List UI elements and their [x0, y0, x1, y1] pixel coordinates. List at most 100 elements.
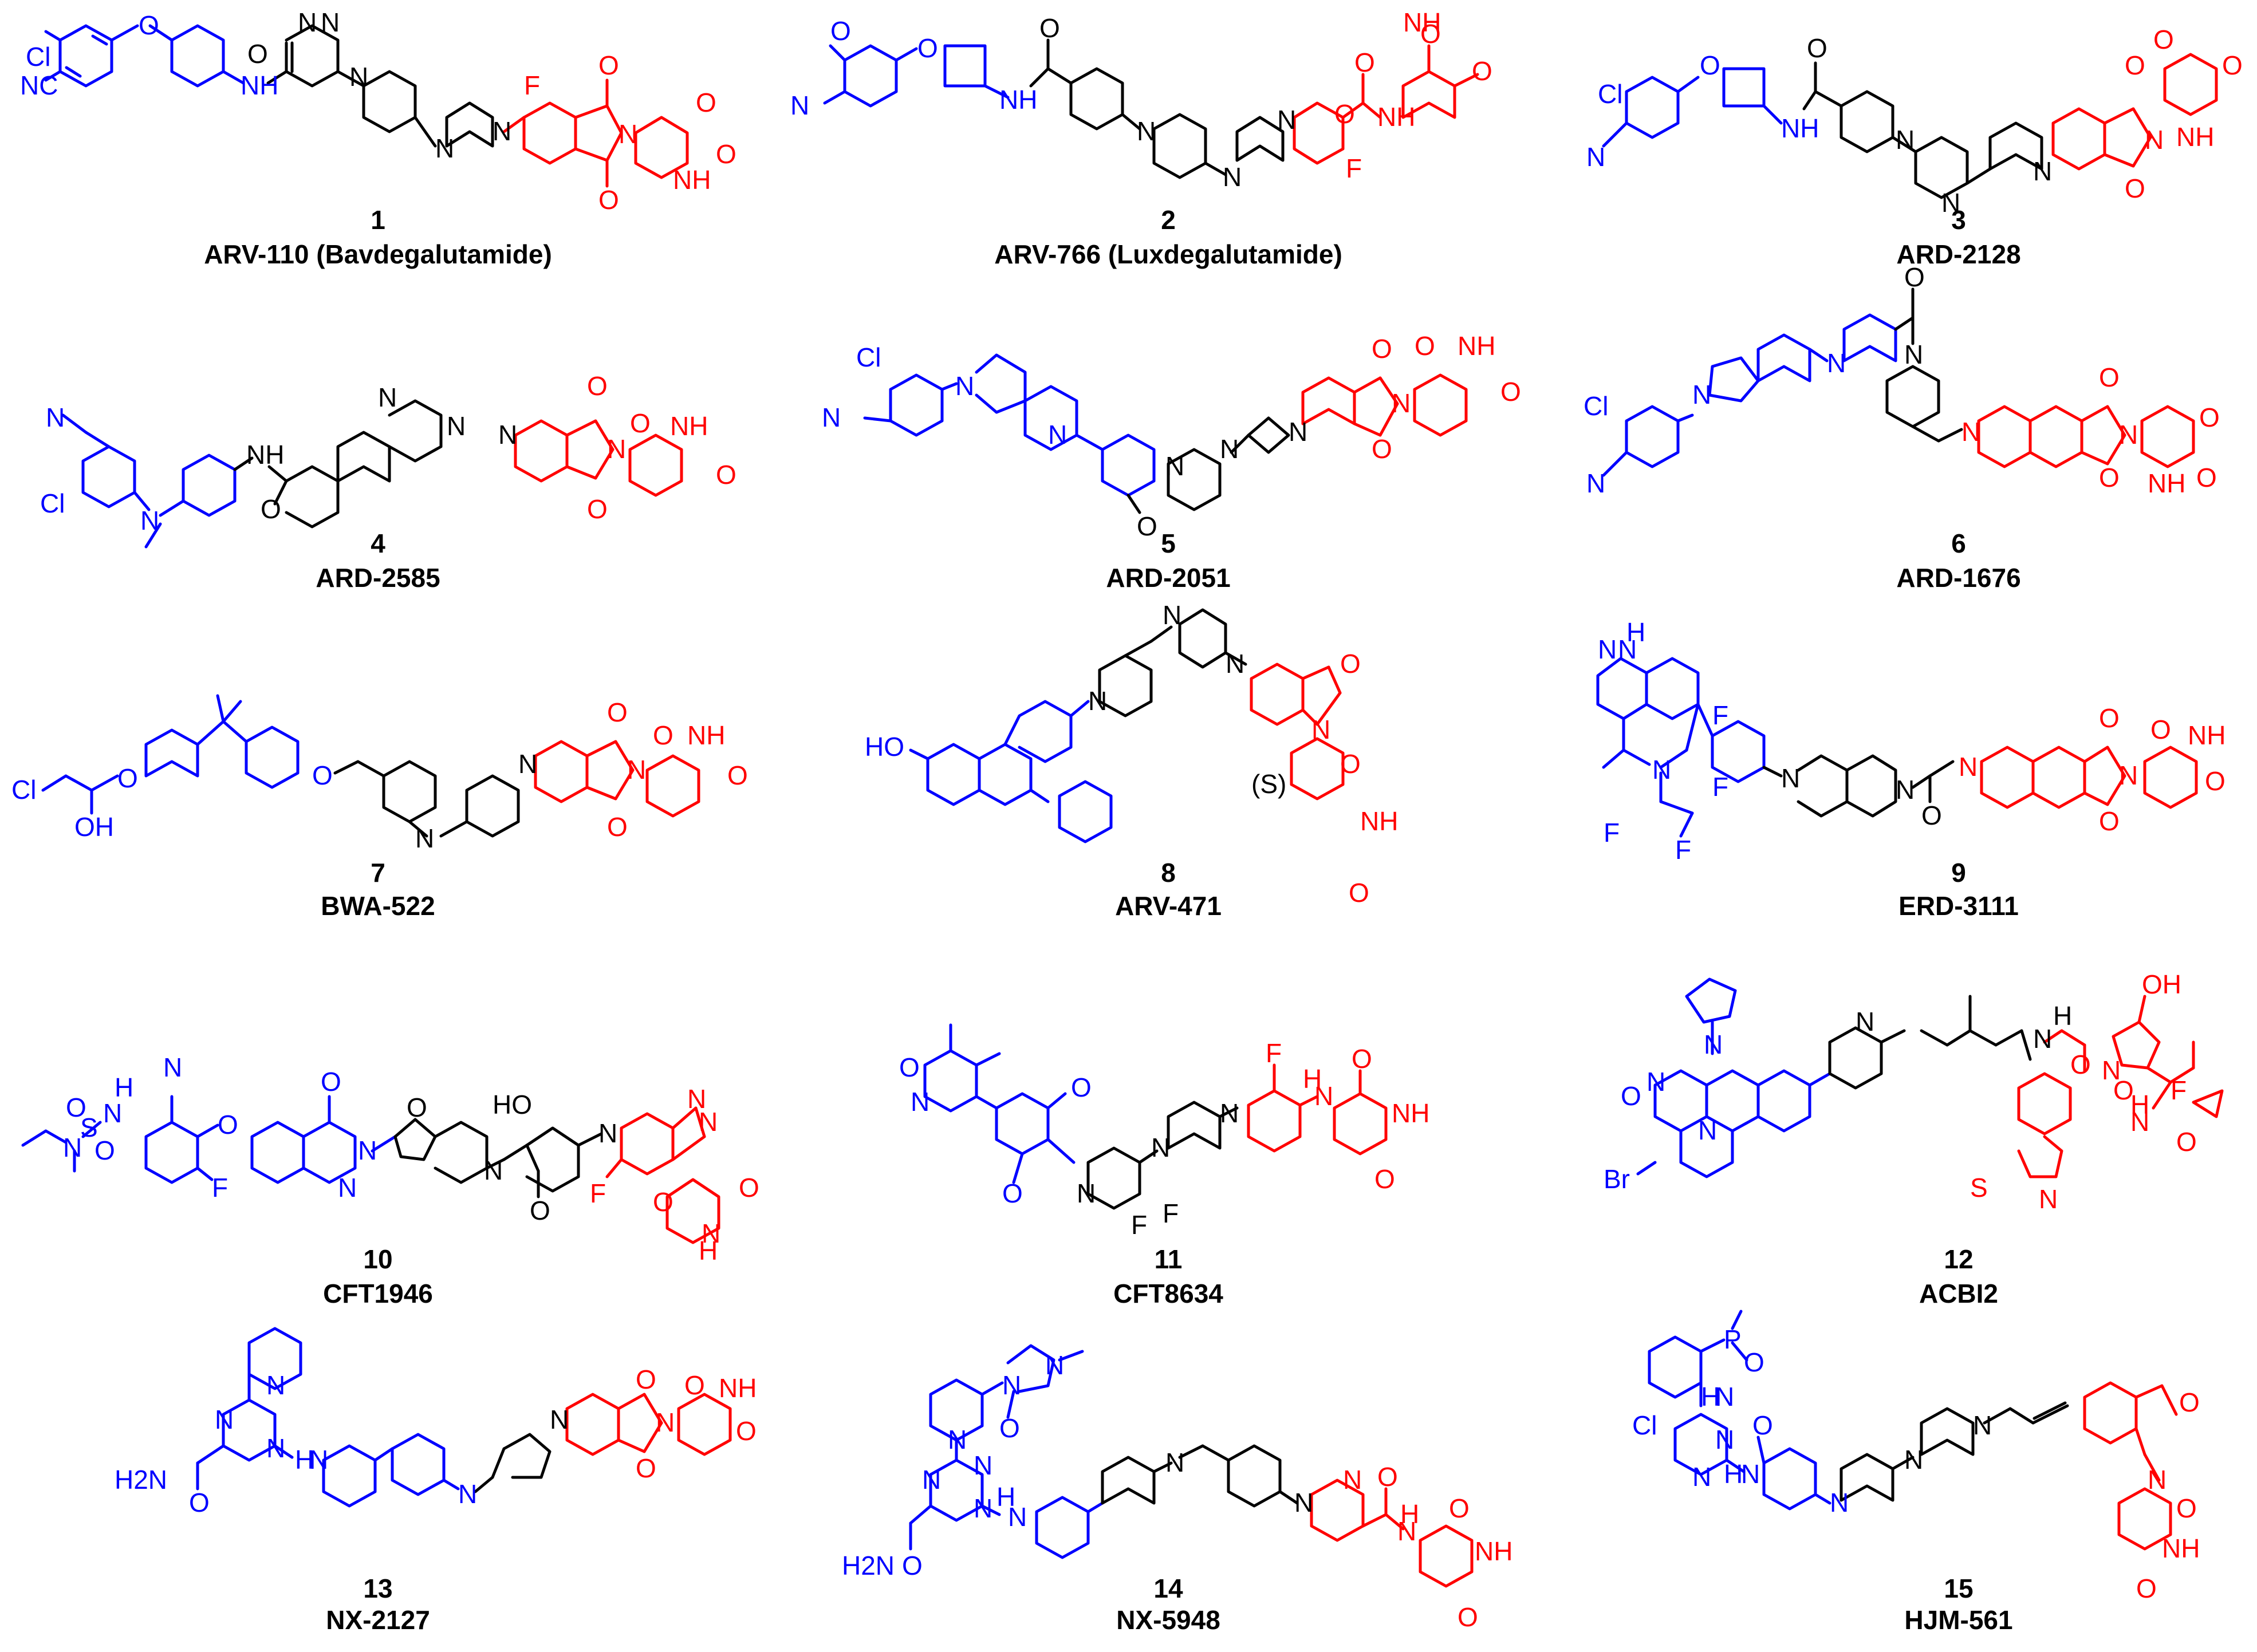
atom-label: OH — [2142, 969, 2181, 999]
atom-label: N — [1343, 1465, 1362, 1495]
atom-label: N — [1088, 686, 1107, 716]
compound-1-warhead — [44, 24, 245, 88]
atom-label: N — [2145, 125, 2164, 155]
atom-label: O — [1621, 1081, 1641, 1111]
atom-label: H — [699, 1236, 718, 1265]
compound-8-structure: HO N N N O N (S) O NH O — [865, 600, 1398, 908]
compound-2-structure: O O N O NH N N N O O NH NH O O F — [790, 7, 1492, 192]
compound-4-atom-labels: N Cl N NH O N N N O O N O NH O — [40, 371, 736, 535]
atom-label: N — [163, 1052, 182, 1082]
atom-label: NH — [241, 70, 278, 100]
atom-label: N — [1618, 634, 1637, 664]
compound-11-e3-ligand — [1247, 1063, 1388, 1156]
atom-label: H — [295, 1445, 314, 1474]
compound-5-warhead — [863, 353, 1156, 497]
compound-10-structure: N N S O O H N O F O N N O HO N O N N N F… — [21, 1052, 759, 1265]
atom-label: N — [1598, 634, 1617, 664]
compound-15-e3-ligand — [2083, 1381, 2178, 1551]
atom-label: O — [736, 1416, 757, 1446]
compound-2-linker — [1029, 38, 1285, 179]
atom-label: N — [358, 1135, 377, 1165]
compound-4-number: 4 — [371, 529, 385, 558]
compound-14-structure: N N O N N N N H2N O H N N N N O H N O NH… — [842, 1344, 1512, 1632]
atom-label: N — [2102, 1055, 2121, 1085]
atom-label: O — [830, 16, 851, 46]
atom-label: NC — [20, 70, 58, 100]
atom-label: N — [1137, 116, 1156, 146]
atom-label: O — [917, 33, 938, 63]
atom-label: O — [653, 1187, 673, 1217]
atom-label: O — [2125, 50, 2145, 80]
atom-label: N — [1856, 1007, 1874, 1036]
atom-label: O — [407, 1093, 427, 1122]
atom-label: N — [1002, 1370, 1021, 1400]
compound-8-e3-ligand — [1250, 663, 1345, 801]
atom-label: N — [447, 411, 466, 441]
compound-13-e3-ligand — [565, 1393, 732, 1456]
atom-label: N — [1397, 1516, 1416, 1546]
compound-5-linker — [1126, 416, 1290, 514]
atom-label: NH — [1360, 806, 1398, 836]
atom-label: O — [2099, 806, 2120, 836]
atom-label: N — [1904, 1445, 1923, 1474]
atom-label: N — [1827, 348, 1846, 378]
atom-label: N — [1586, 468, 1605, 498]
compound-15-structure: P O H N Cl N N O N H N N N O N O O NH — [1632, 1310, 2200, 1603]
compound-7-structure: Cl OH O O N N O O N O NH O — [11, 694, 748, 853]
compound-7-number: 7 — [371, 858, 385, 888]
atom-label: N — [1289, 417, 1307, 447]
compound-9-number: 9 — [1951, 858, 1966, 888]
atom-label: N — [1294, 1488, 1313, 1517]
compound-1-number: 1 — [371, 205, 385, 235]
compound-14-atom-labels: N N O N N N N H2N O H N N N N O H N O NH… — [842, 1350, 1512, 1632]
atom-label: O — [636, 1453, 656, 1483]
compound-5-e3-ligand — [1301, 373, 1468, 437]
atom-label: N — [2119, 420, 2138, 450]
compound-11-atom-labels: O N O O N F F N N F N H O NH O — [899, 1038, 1429, 1240]
compound-2-number: 2 — [1161, 205, 1176, 235]
atom-label: N — [1048, 420, 1067, 450]
atom-label: H — [1724, 1459, 1743, 1489]
compound-5-atom-labels: Cl N N N O N N N O O N O NH O — [822, 331, 1521, 541]
atom-label: N — [1904, 340, 1923, 369]
atom-label: N — [822, 403, 841, 432]
atom-label: N — [298, 7, 317, 37]
atom-label: F — [524, 70, 540, 100]
atom-label: N — [1151, 1133, 1170, 1162]
atom-label: O — [587, 371, 608, 401]
atom-label: N — [1311, 715, 1330, 744]
atom-label: N — [498, 420, 517, 450]
atom-label: NH — [2148, 468, 2185, 498]
atom-label: O — [321, 1067, 341, 1097]
atom-label: O — [727, 760, 748, 790]
atom-label: O — [899, 1052, 920, 1082]
compound-7-atom-labels: Cl OH O O N N O O N O NH O — [11, 697, 748, 853]
atom-label: O — [630, 408, 651, 438]
compound-3-number: 3 — [1951, 205, 1966, 235]
atom-label: Cl — [11, 775, 36, 805]
atom-label: O — [607, 697, 628, 727]
compound-6-structure: Cl N N N O N N O O N O NH O — [1584, 262, 2220, 498]
atom-label: N — [1692, 1462, 1711, 1492]
compound-14-linker — [1101, 1444, 1299, 1508]
atom-label: O — [1372, 334, 1392, 364]
atom-label: N — [1973, 1410, 1992, 1440]
atom-label: O — [696, 88, 716, 117]
atom-label: N — [1077, 1178, 1096, 1208]
atom-label: H — [1626, 617, 1645, 647]
compound-2-code: ARV-766 (Luxdegalutamide) — [994, 239, 1342, 269]
compound-1-e3-ligand — [502, 78, 689, 188]
atom-label: O — [2176, 1493, 2197, 1523]
atom-label: N — [911, 1087, 929, 1117]
compound-9-structure: N N H F F N F F N N O N O O N O NH O — [1596, 617, 2226, 865]
atom-label: O — [1472, 56, 1492, 86]
atom-label: NH — [673, 165, 711, 195]
atom-label: N — [1652, 755, 1671, 784]
atom-label: N — [2119, 760, 2138, 790]
atom-label: O — [218, 1110, 238, 1140]
atom-label: O — [530, 1196, 550, 1225]
atom-label: N — [1165, 1448, 1184, 1477]
atom-label: N — [1277, 105, 1296, 135]
compound-12-linker — [1828, 995, 2032, 1090]
